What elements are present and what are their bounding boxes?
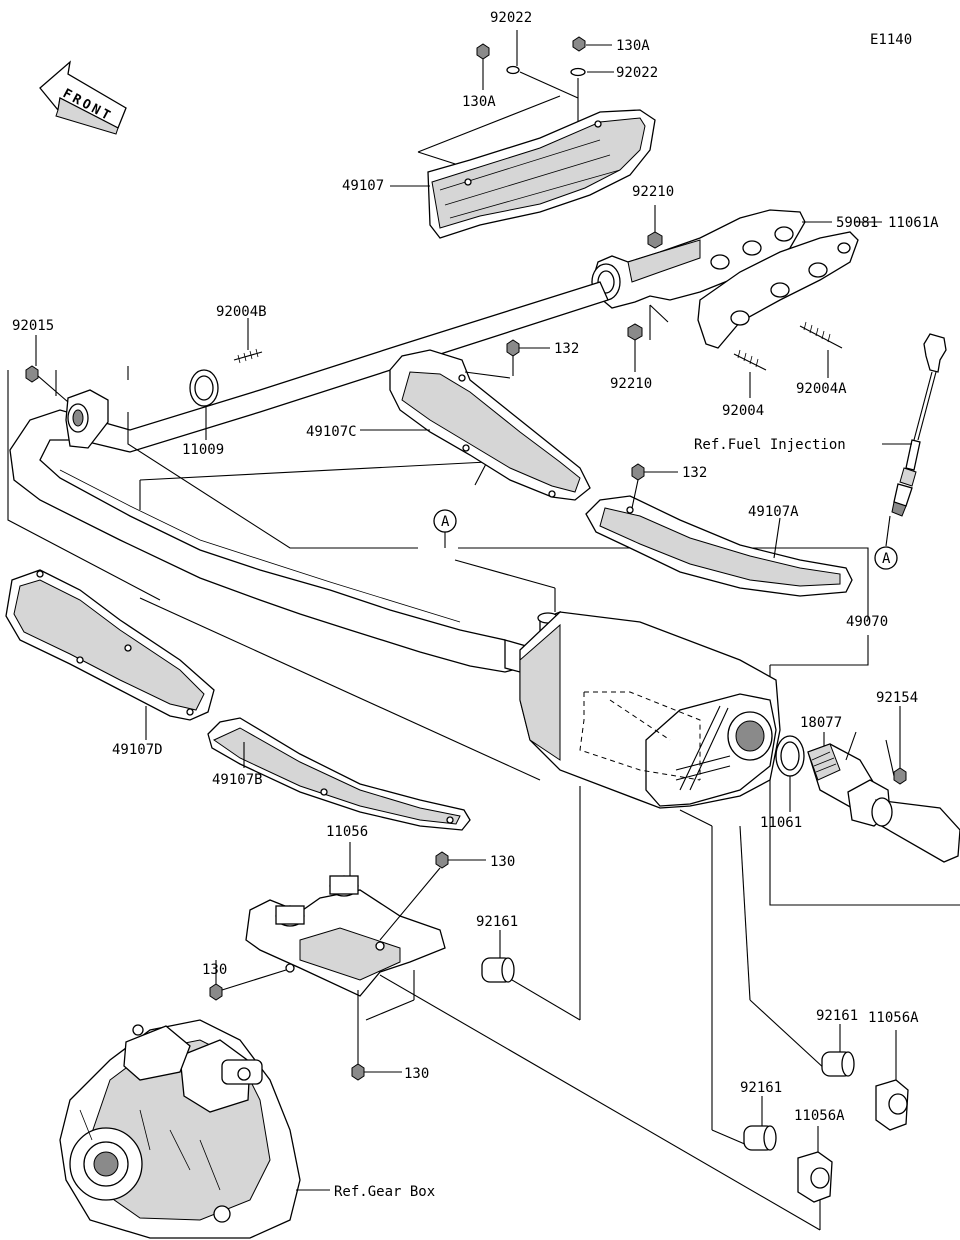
bracket-11056A-right <box>875 1030 909 1131</box>
callout-a-right <box>874 546 898 570</box>
label-92022-top: 92022 <box>490 10 532 26</box>
diagram-code: E1140 <box>870 32 912 48</box>
label-92022-right: 92022 <box>616 65 658 81</box>
label-130-bottom: 130 <box>404 1066 429 1082</box>
label-11009: 11009 <box>182 442 224 458</box>
label-92004A: 92004A <box>796 381 847 397</box>
nut-92210-bottom <box>627 304 669 372</box>
callout-a-top <box>433 509 457 548</box>
heat-shield-49107 <box>427 109 656 239</box>
label-130A-right: 130A <box>616 38 650 54</box>
label-callout-a-right: A <box>882 551 891 567</box>
label-ref-fuel-injection: Ref.Fuel Injection <box>694 437 846 453</box>
label-11056A-right: 11056A <box>868 1010 919 1026</box>
label-92161-low: 92161 <box>740 1080 782 1096</box>
bushing-92161-mid <box>481 930 515 983</box>
label-ref-gear-box: Ref.Gear Box <box>334 1184 435 1200</box>
heat-shield-49107B <box>207 717 471 831</box>
stud-92004A <box>799 321 843 378</box>
label-49107A: 49107A <box>748 504 799 520</box>
heat-shield-49107C <box>389 349 591 501</box>
label-callout-a-top: A <box>441 514 450 530</box>
label-92161-right: 92161 <box>816 1008 858 1024</box>
label-130A-left: 130A <box>462 94 496 110</box>
bolt-132-top <box>464 339 550 379</box>
gasket-11061 <box>775 735 805 812</box>
label-92161-mid: 92161 <box>476 914 518 930</box>
gasket-11009 <box>189 369 219 440</box>
label-92210-bottom: 92210 <box>610 376 652 392</box>
label-18077: 18077 <box>800 715 842 731</box>
label-130-right: 130 <box>490 854 515 870</box>
label-11061: 11061 <box>760 815 802 831</box>
label-11061A: 11061A <box>888 215 939 231</box>
stud-92004 <box>733 349 767 398</box>
label-92004: 92004 <box>722 403 764 419</box>
bolt-130-right <box>379 851 486 941</box>
bolt-132-mid <box>631 463 678 509</box>
bolt-130-bottom <box>351 970 415 1081</box>
label-92154: 92154 <box>876 690 918 706</box>
label-132-mid: 132 <box>682 465 707 481</box>
label-92210-top: 92210 <box>632 184 674 200</box>
stud-92004B <box>233 318 263 364</box>
label-132-top: 132 <box>554 341 579 357</box>
front-arrow-icon: FRONT <box>39 60 127 135</box>
gear-box <box>59 1019 301 1239</box>
heat-shield-49107A <box>585 495 853 597</box>
label-130-left: 130 <box>202 962 227 978</box>
label-92004B: 92004B <box>216 304 267 320</box>
o2-sensor <box>891 333 947 517</box>
label-49107D: 49107D <box>112 742 163 758</box>
bolt-92154 <box>885 706 907 785</box>
bushing-92161-right <box>821 1024 855 1077</box>
label-92015: 92015 <box>12 318 54 334</box>
heat-shield-49107D <box>5 569 215 721</box>
nut-92015 <box>25 335 69 403</box>
nut-92210-top <box>647 205 663 249</box>
bracket-11056 <box>245 875 446 997</box>
muffler-49070 <box>504 610 781 809</box>
label-11056A-low: 11056A <box>794 1108 845 1124</box>
label-11056: 11056 <box>326 824 368 840</box>
bracket-11056A-low <box>797 1126 833 1203</box>
label-49107B: 49107B <box>212 772 263 788</box>
bushing-92161-low <box>743 1096 777 1151</box>
label-59081: 59081 <box>836 215 878 231</box>
pipe-flange <box>65 389 109 449</box>
bolt-130-left <box>209 960 287 1001</box>
label-49107C: 49107C <box>306 424 357 440</box>
label-49107: 49107 <box>342 178 384 194</box>
label-49070: 49070 <box>846 614 888 630</box>
assembly-lines <box>7 366 960 1231</box>
tail-pipe-18077 <box>807 743 960 863</box>
gasket-11061A <box>697 231 859 349</box>
